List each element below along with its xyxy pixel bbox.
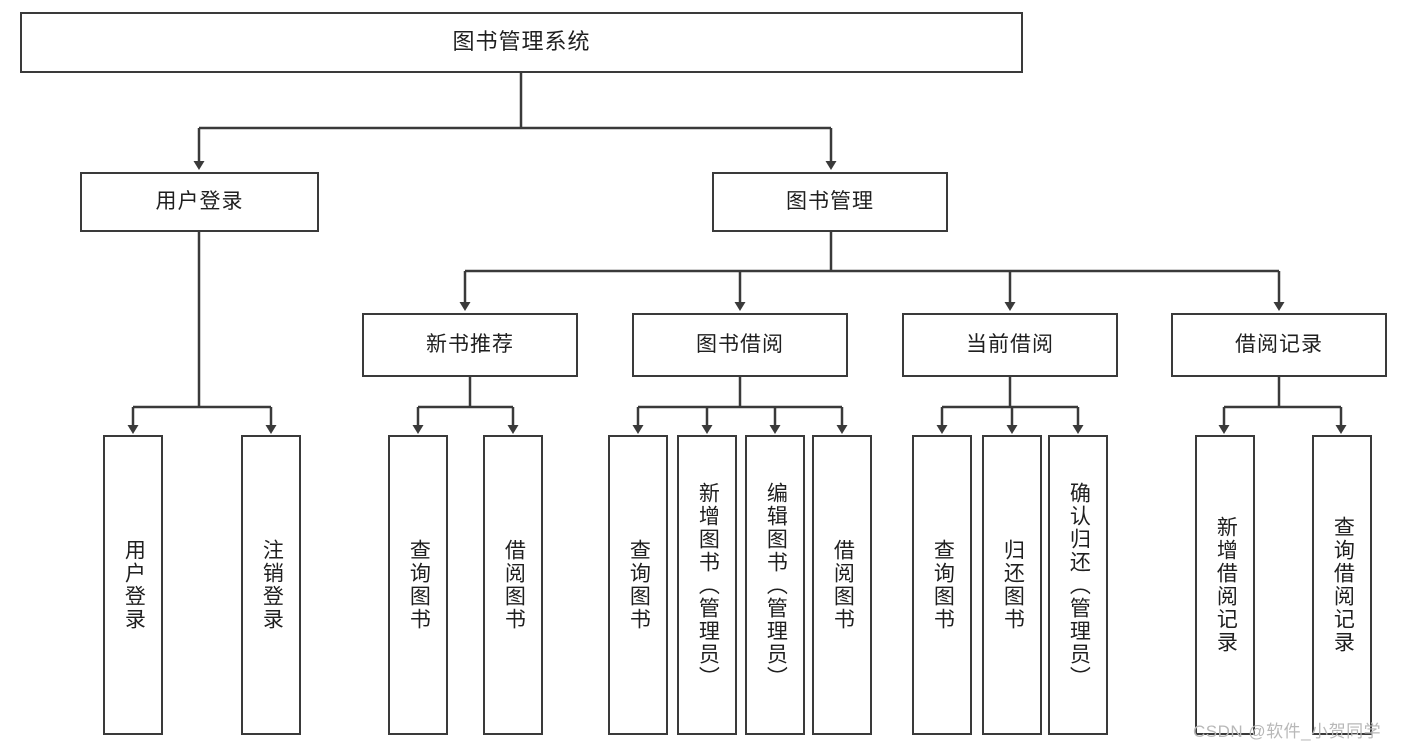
- node-label: 新增借阅记录: [1214, 516, 1238, 654]
- node-root-system[interactable]: 图书管理系统: [20, 12, 1023, 73]
- node-label: 确认归还（管理员）: [1067, 481, 1091, 689]
- node-label: 注销登录: [260, 539, 284, 631]
- watermark-text: CSDN @软件_小贺同学: [1193, 722, 1382, 741]
- node-label: 新书推荐: [426, 333, 514, 357]
- node-label: 图书借阅: [696, 333, 784, 357]
- node-label: 归还图书: [1001, 539, 1025, 631]
- node-label: 新增图书（管理员）: [696, 481, 720, 689]
- node-label: 图书管理: [786, 190, 874, 214]
- leaf-recommend-query-book[interactable]: 查询图书: [388, 435, 448, 735]
- node-label: 查询图书: [407, 539, 431, 631]
- leaf-borrow-add-book-admin[interactable]: 新增图书（管理员）: [677, 435, 737, 735]
- node-borrow-record[interactable]: 借阅记录: [1171, 313, 1387, 377]
- node-label: 查询图书: [931, 539, 955, 631]
- leaf-recommend-borrow-book[interactable]: 借阅图书: [483, 435, 543, 735]
- node-label: 借阅图书: [831, 539, 855, 631]
- node-label: 用户登录: [155, 190, 244, 214]
- node-label: 借阅图书: [502, 539, 526, 631]
- node-label: 查询借阅记录: [1331, 516, 1355, 654]
- leaf-record-query-record[interactable]: 查询借阅记录: [1312, 435, 1372, 735]
- leaf-current-return-book[interactable]: 归还图书: [982, 435, 1042, 735]
- node-label: 图书管理系统: [452, 29, 591, 55]
- node-label: 编辑图书（管理员）: [764, 481, 788, 689]
- node-new-book-recommend[interactable]: 新书推荐: [362, 313, 578, 377]
- leaf-current-confirm-return-admin[interactable]: 确认归还（管理员）: [1048, 435, 1108, 735]
- node-book-management[interactable]: 图书管理: [712, 172, 948, 232]
- node-label: 借阅记录: [1235, 333, 1323, 357]
- leaf-user-login-signin[interactable]: 用户登录: [103, 435, 163, 735]
- leaf-borrow-edit-book-admin[interactable]: 编辑图书（管理员）: [745, 435, 805, 735]
- leaf-current-query-book[interactable]: 查询图书: [912, 435, 972, 735]
- leaf-record-add-record[interactable]: 新增借阅记录: [1195, 435, 1255, 735]
- leaf-borrow-query-book[interactable]: 查询图书: [608, 435, 668, 735]
- node-book-borrow[interactable]: 图书借阅: [632, 313, 848, 377]
- node-label: 查询图书: [627, 539, 651, 631]
- node-current-borrow[interactable]: 当前借阅: [902, 313, 1118, 377]
- node-label: 用户登录: [122, 539, 146, 631]
- node-label: 当前借阅: [966, 333, 1054, 357]
- node-user-login[interactable]: 用户登录: [80, 172, 319, 232]
- leaf-borrow-borrow-book[interactable]: 借阅图书: [812, 435, 872, 735]
- csdn-watermark: CSDN @软件_小贺同学: [1193, 717, 1381, 742]
- leaf-user-login-signout[interactable]: 注销登录: [241, 435, 301, 735]
